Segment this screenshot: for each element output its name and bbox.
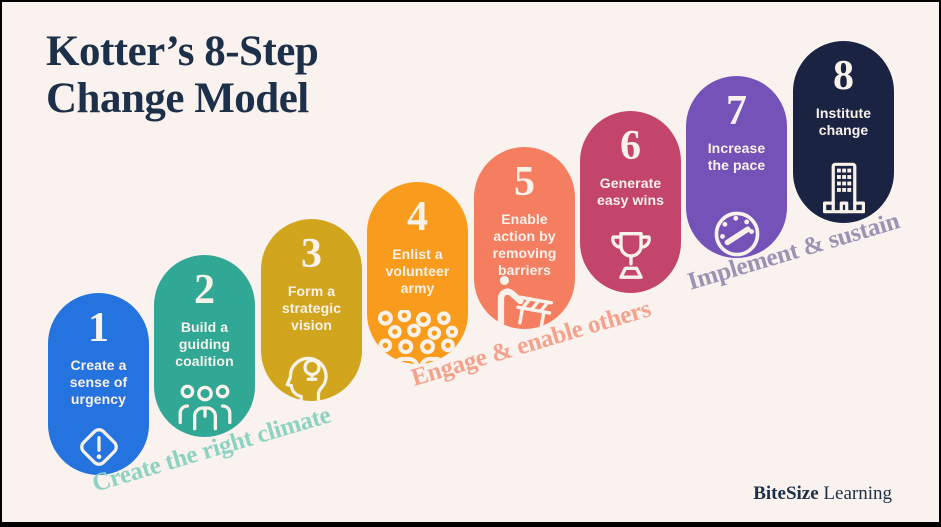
step-pill-7: 7 Increase the pace [686,76,787,258]
building-icon [818,160,870,216]
step-number: 7 [726,88,747,134]
team-icon [174,380,236,434]
step-number: 3 [301,231,322,277]
speedometer-icon [708,205,766,258]
page-title: Kotter’s 8-Step Change Model [46,28,319,123]
step-number: 8 [833,53,854,99]
step-pill-1: 1 Create a sense of urgency [48,293,149,475]
warning-diamond-icon [73,421,125,473]
step-number: 2 [194,267,215,313]
trophy-icon [604,227,658,285]
step-label: Form a strategic vision [281,283,342,334]
step-pill-8: 8 Institute change [793,41,894,223]
step-pill-2: 2 Build a guiding coalition [154,255,255,437]
step-pill-5: 5 Enable action by removing barriers [474,147,575,329]
step-label: Increase the pace [707,140,766,174]
remove-barrier-icon [493,273,557,329]
brand-regular: Learning [823,483,892,504]
brand-logo: BiteSize Learning [753,483,892,505]
step-label: Generate easy wins [596,175,665,209]
step-pill-4: 4 Enlist a volunteer army [367,182,468,364]
step-label: Enable action by removing barriers [492,211,557,279]
brand-bold: BiteSize [753,483,819,504]
step-label: Institute change [815,105,872,139]
step-number: 1 [88,305,109,351]
step-number: 5 [514,159,535,205]
step-number: 6 [620,123,641,169]
step-pill-6: 6 Generate easy wins [580,111,681,293]
step-label: Enlist a volunteer army [385,246,450,297]
head-lightbulb-icon [284,345,340,401]
step-label: Build a guiding coalition [175,319,234,370]
step-label: Create a sense of urgency [69,357,128,408]
step-number: 4 [407,194,428,240]
crowd-icon [375,310,461,364]
step-pill-3: 3 Form a strategic vision [261,219,362,401]
